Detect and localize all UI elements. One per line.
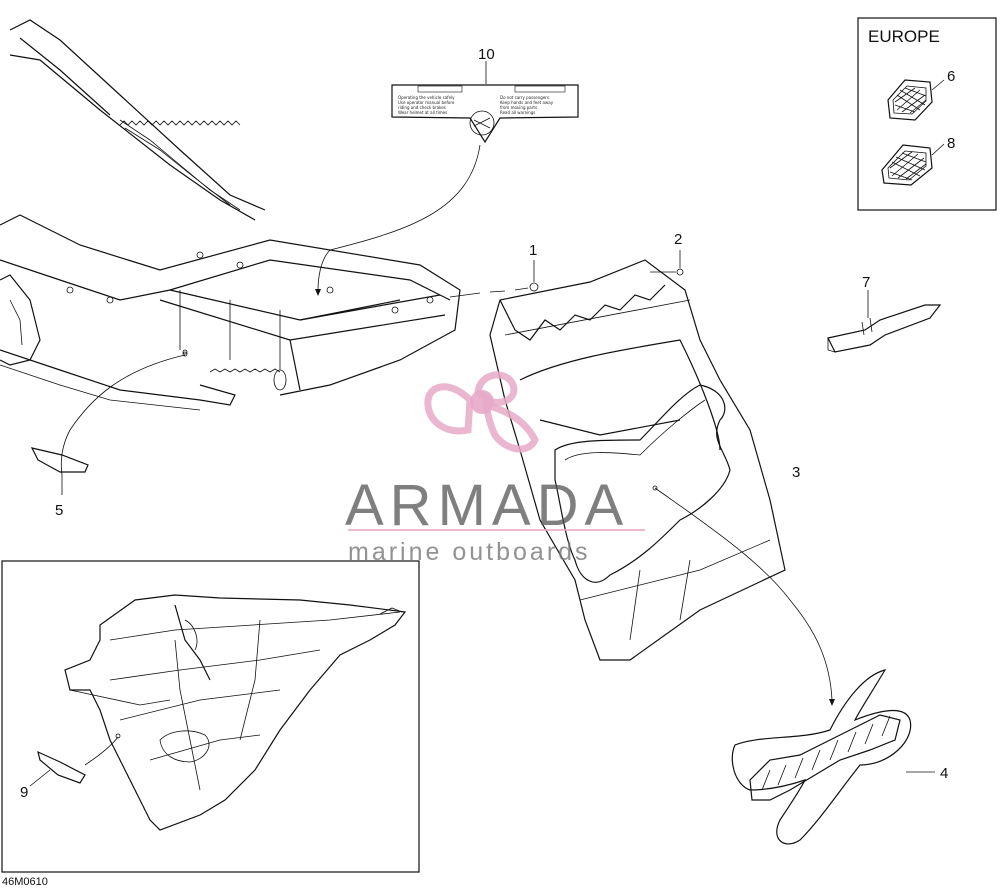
mud-flap-part-3: 3 [489, 259, 835, 706]
svg-text:Use operator manual before: Use operator manual before [398, 100, 455, 105]
europe-box: EUROPE 6 8 [857, 17, 997, 211]
svg-text:Do not carry passengers: Do not carry passengers [500, 95, 549, 100]
armada-watermark: ARMADA marine outboards [345, 371, 645, 566]
fasteners-parts-1-2: 1 2 [449, 231, 684, 298]
watermark-brand: ARMADA [345, 473, 629, 538]
europe-box-title: EUROPE [868, 27, 940, 46]
callout-2: 2 [674, 231, 682, 248]
svg-text:Wear helmet at all times: Wear helmet at all times [398, 110, 447, 115]
callout-7: 7 [862, 274, 870, 291]
emblem-part-8: 8 [881, 135, 955, 186]
callout-5: 5 [55, 502, 63, 519]
svg-text:riding and check brakes: riding and check brakes [398, 105, 446, 110]
callout-4: 4 [940, 765, 948, 782]
propeller-logo-icon [424, 371, 539, 453]
callout-1: 1 [529, 242, 537, 259]
bracket-part-7: 7 [827, 274, 942, 353]
callout-8: 8 [947, 135, 955, 152]
figure-code: 46M0610 [2, 876, 48, 888]
svg-text:Operating the vehicle safely: Operating the vehicle safely [398, 95, 455, 100]
svg-text:Read all warnings: Read all warnings [500, 110, 535, 115]
watermark-tagline: marine outboards [348, 538, 591, 566]
callout-3: 3 [792, 464, 800, 481]
callout-6: 6 [947, 68, 955, 85]
emblem-part-6: 6 [887, 68, 955, 121]
inset-box: 9 [1, 560, 420, 873]
svg-text:from moving parts: from moving parts [500, 105, 537, 110]
emblem-part-5: 5 [30, 351, 188, 519]
svg-text:Keep hands and feet away: Keep hands and feet away [500, 100, 554, 105]
callout-10: 10 [478, 46, 495, 63]
callout-9: 9 [20, 784, 28, 801]
skidoo-decal-part-4: 4 [731, 669, 948, 845]
warning-label-part-10: Operating the vehicle safely Use operato… [315, 46, 579, 296]
snowmobile-frame-drawing [0, 19, 461, 411]
